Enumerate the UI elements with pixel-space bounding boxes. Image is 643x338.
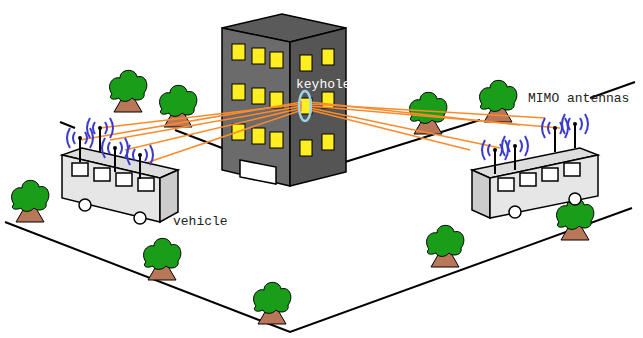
keyhole-ellipse	[299, 91, 311, 121]
building	[222, 14, 346, 186]
vehicle-label: vehicle	[173, 215, 228, 228]
antenna-label: MIMO antennas	[528, 92, 629, 105]
keyhole-label: keyhole	[296, 78, 351, 91]
right-bus	[472, 148, 598, 218]
